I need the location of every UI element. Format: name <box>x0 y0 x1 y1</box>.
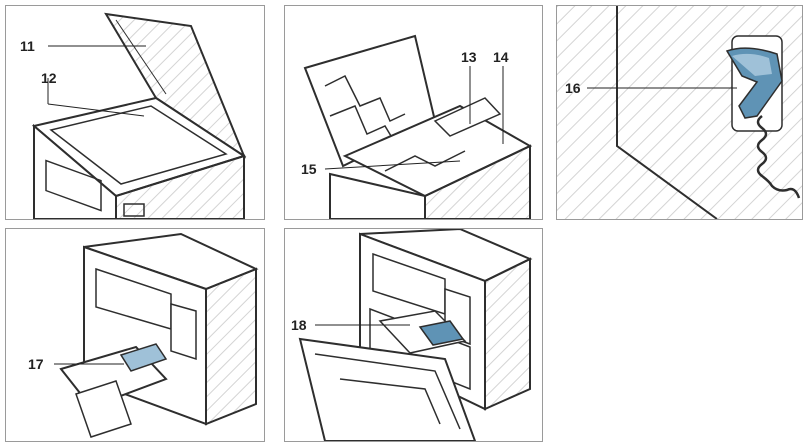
control-panel <box>170 303 197 361</box>
panel-handset: 16 <box>556 5 803 220</box>
machine-side-edge <box>616 6 718 219</box>
handset-illustration: 16 <box>557 6 802 219</box>
scanner-glass-illustration: 11 12 <box>20 12 247 219</box>
callout-label-18: 18 <box>291 317 307 333</box>
callout-label-15: 15 <box>301 161 317 177</box>
panel-document-feeder: 13 14 15 <box>284 5 543 220</box>
callout-label-11: 11 <box>20 38 35 54</box>
callout-label-17: 17 <box>28 356 44 372</box>
callout-label-16: 16 <box>565 80 581 96</box>
panel-toner-cartridge: 18 <box>284 228 543 442</box>
handset-cord <box>756 115 801 199</box>
callout-leader-12 <box>47 103 145 117</box>
callout-label-12: 12 <box>41 70 57 86</box>
feeder-guide <box>433 97 502 137</box>
panel-scanner-glass: 11 12 <box>5 5 265 220</box>
front-cover <box>298 337 477 441</box>
callout-label-13: 13 <box>461 49 477 65</box>
toner-cartridge-illustration: 18 <box>291 229 533 441</box>
toner-cartridge-handle <box>418 320 465 346</box>
paper-tray-illustration: 17 <box>28 232 259 438</box>
paper-guide <box>119 343 168 372</box>
document-feeder-illustration: 13 14 15 <box>301 34 533 219</box>
callout-label-14: 14 <box>493 49 509 65</box>
panel-paper-tray: 17 <box>5 228 265 442</box>
callout-leader-15 <box>324 160 461 170</box>
